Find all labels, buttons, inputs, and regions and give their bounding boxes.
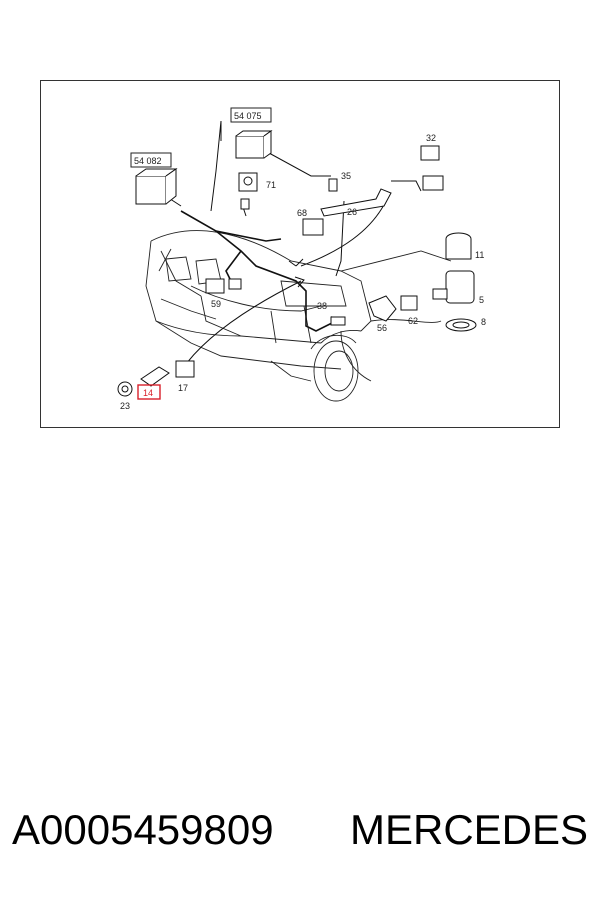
callout-54082: 54 082 — [134, 156, 162, 166]
connector-32b-part — [422, 175, 444, 191]
callout-62: 62 — [408, 316, 418, 326]
relay-54075-part — [235, 135, 265, 159]
callout-38: 38 — [317, 301, 327, 311]
leader-lines — [160, 120, 422, 372]
callout-26: 26 — [347, 207, 357, 217]
boot-56-part — [368, 295, 397, 322]
parts-diagram: 54 075 54 082 32 35 71 26 68 11 5 8 38 5… — [40, 80, 560, 428]
plug-62-part — [400, 295, 418, 311]
callout-14: 14 — [143, 388, 153, 398]
car-body — [145, 230, 452, 402]
sensor-38-part — [330, 316, 346, 326]
brand-name: MERCEDES — [350, 806, 589, 853]
parts — [117, 130, 477, 397]
sensor-14-part — [140, 366, 170, 387]
valve-5-part — [445, 270, 475, 304]
diagram-drawing: 54 075 54 082 32 35 71 26 68 11 5 8 38 5… — [117, 107, 486, 411]
callout-54075: 54 075 — [234, 111, 262, 121]
callout-59: 59 — [211, 299, 221, 309]
module-54082-part — [135, 175, 167, 205]
callout-32: 32 — [426, 133, 436, 143]
callout-box-14-highlight — [137, 384, 161, 400]
wiring-harness — [180, 210, 342, 332]
part-number: A0005459809 — [12, 806, 274, 853]
bracket-26-part — [320, 188, 392, 217]
callout-box-54075 — [230, 107, 272, 123]
callout-5: 5 — [479, 295, 484, 305]
callout-8: 8 — [481, 317, 486, 327]
connector-17-part — [175, 360, 195, 378]
bolt-35-part — [328, 178, 338, 192]
cap-11-part — [445, 232, 472, 260]
connector-59-part — [205, 278, 225, 294]
callout-35: 35 — [341, 171, 351, 181]
callout-68: 68 — [297, 208, 307, 218]
callout-box-54082 — [130, 152, 172, 168]
callout-17: 17 — [178, 383, 188, 393]
callout-23: 23 — [120, 401, 130, 411]
callout-11: 11 — [475, 250, 484, 260]
callout-56: 56 — [377, 323, 387, 333]
part-68 — [302, 218, 324, 236]
callout-71: 71 — [266, 180, 276, 190]
connector-32-part — [420, 145, 440, 161]
